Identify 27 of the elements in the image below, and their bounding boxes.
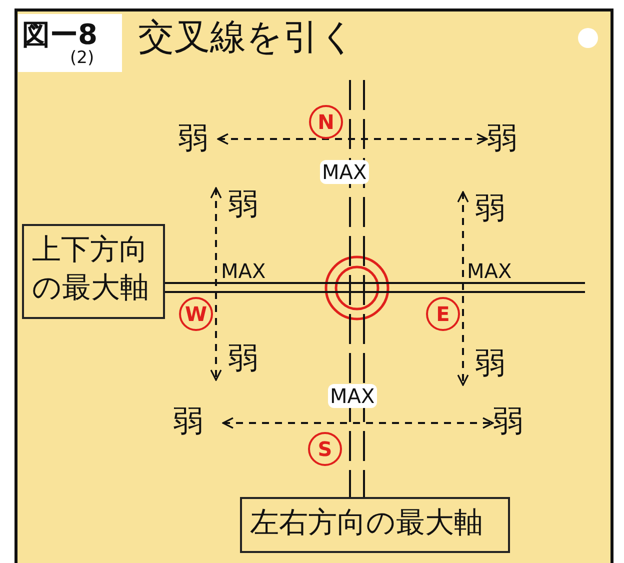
direction-label: 弱: [173, 405, 223, 441]
axis-line: [164, 282, 586, 293]
axis-label-box: 左右方向の最大軸: [240, 497, 510, 553]
max-label: MAX: [320, 160, 369, 184]
dashed-arrow: [222, 417, 494, 429]
max-label: MAX: [221, 259, 266, 283]
direction-label: 弱: [493, 405, 533, 441]
max-label: MAX: [328, 384, 377, 408]
direction-label: 弱: [214, 188, 266, 224]
direction-label: 弱: [461, 347, 513, 385]
figure-number: 図ー8: [22, 18, 98, 51]
compass-letter-circle: E: [426, 297, 460, 331]
dashed-arrow: [217, 133, 488, 145]
title: 交叉線を引く: [138, 16, 356, 60]
direction-label: 弱: [178, 122, 218, 158]
compass-letter-circle: N: [309, 105, 343, 139]
dashed-arrow: [210, 187, 222, 381]
direction-label: 弱: [487, 122, 527, 158]
axis-line: [349, 79, 365, 498]
axis-label-box: 上下方向の最大軸: [22, 224, 165, 319]
sub-number: (2): [70, 48, 94, 68]
dashed-arrow: [457, 191, 469, 386]
compass-letter-circle: W: [179, 297, 213, 331]
compass-letter-circle: S: [308, 432, 342, 466]
direction-label: 弱: [214, 342, 266, 380]
max-label: MAX: [467, 259, 512, 283]
direction-label: 弱: [461, 192, 513, 228]
